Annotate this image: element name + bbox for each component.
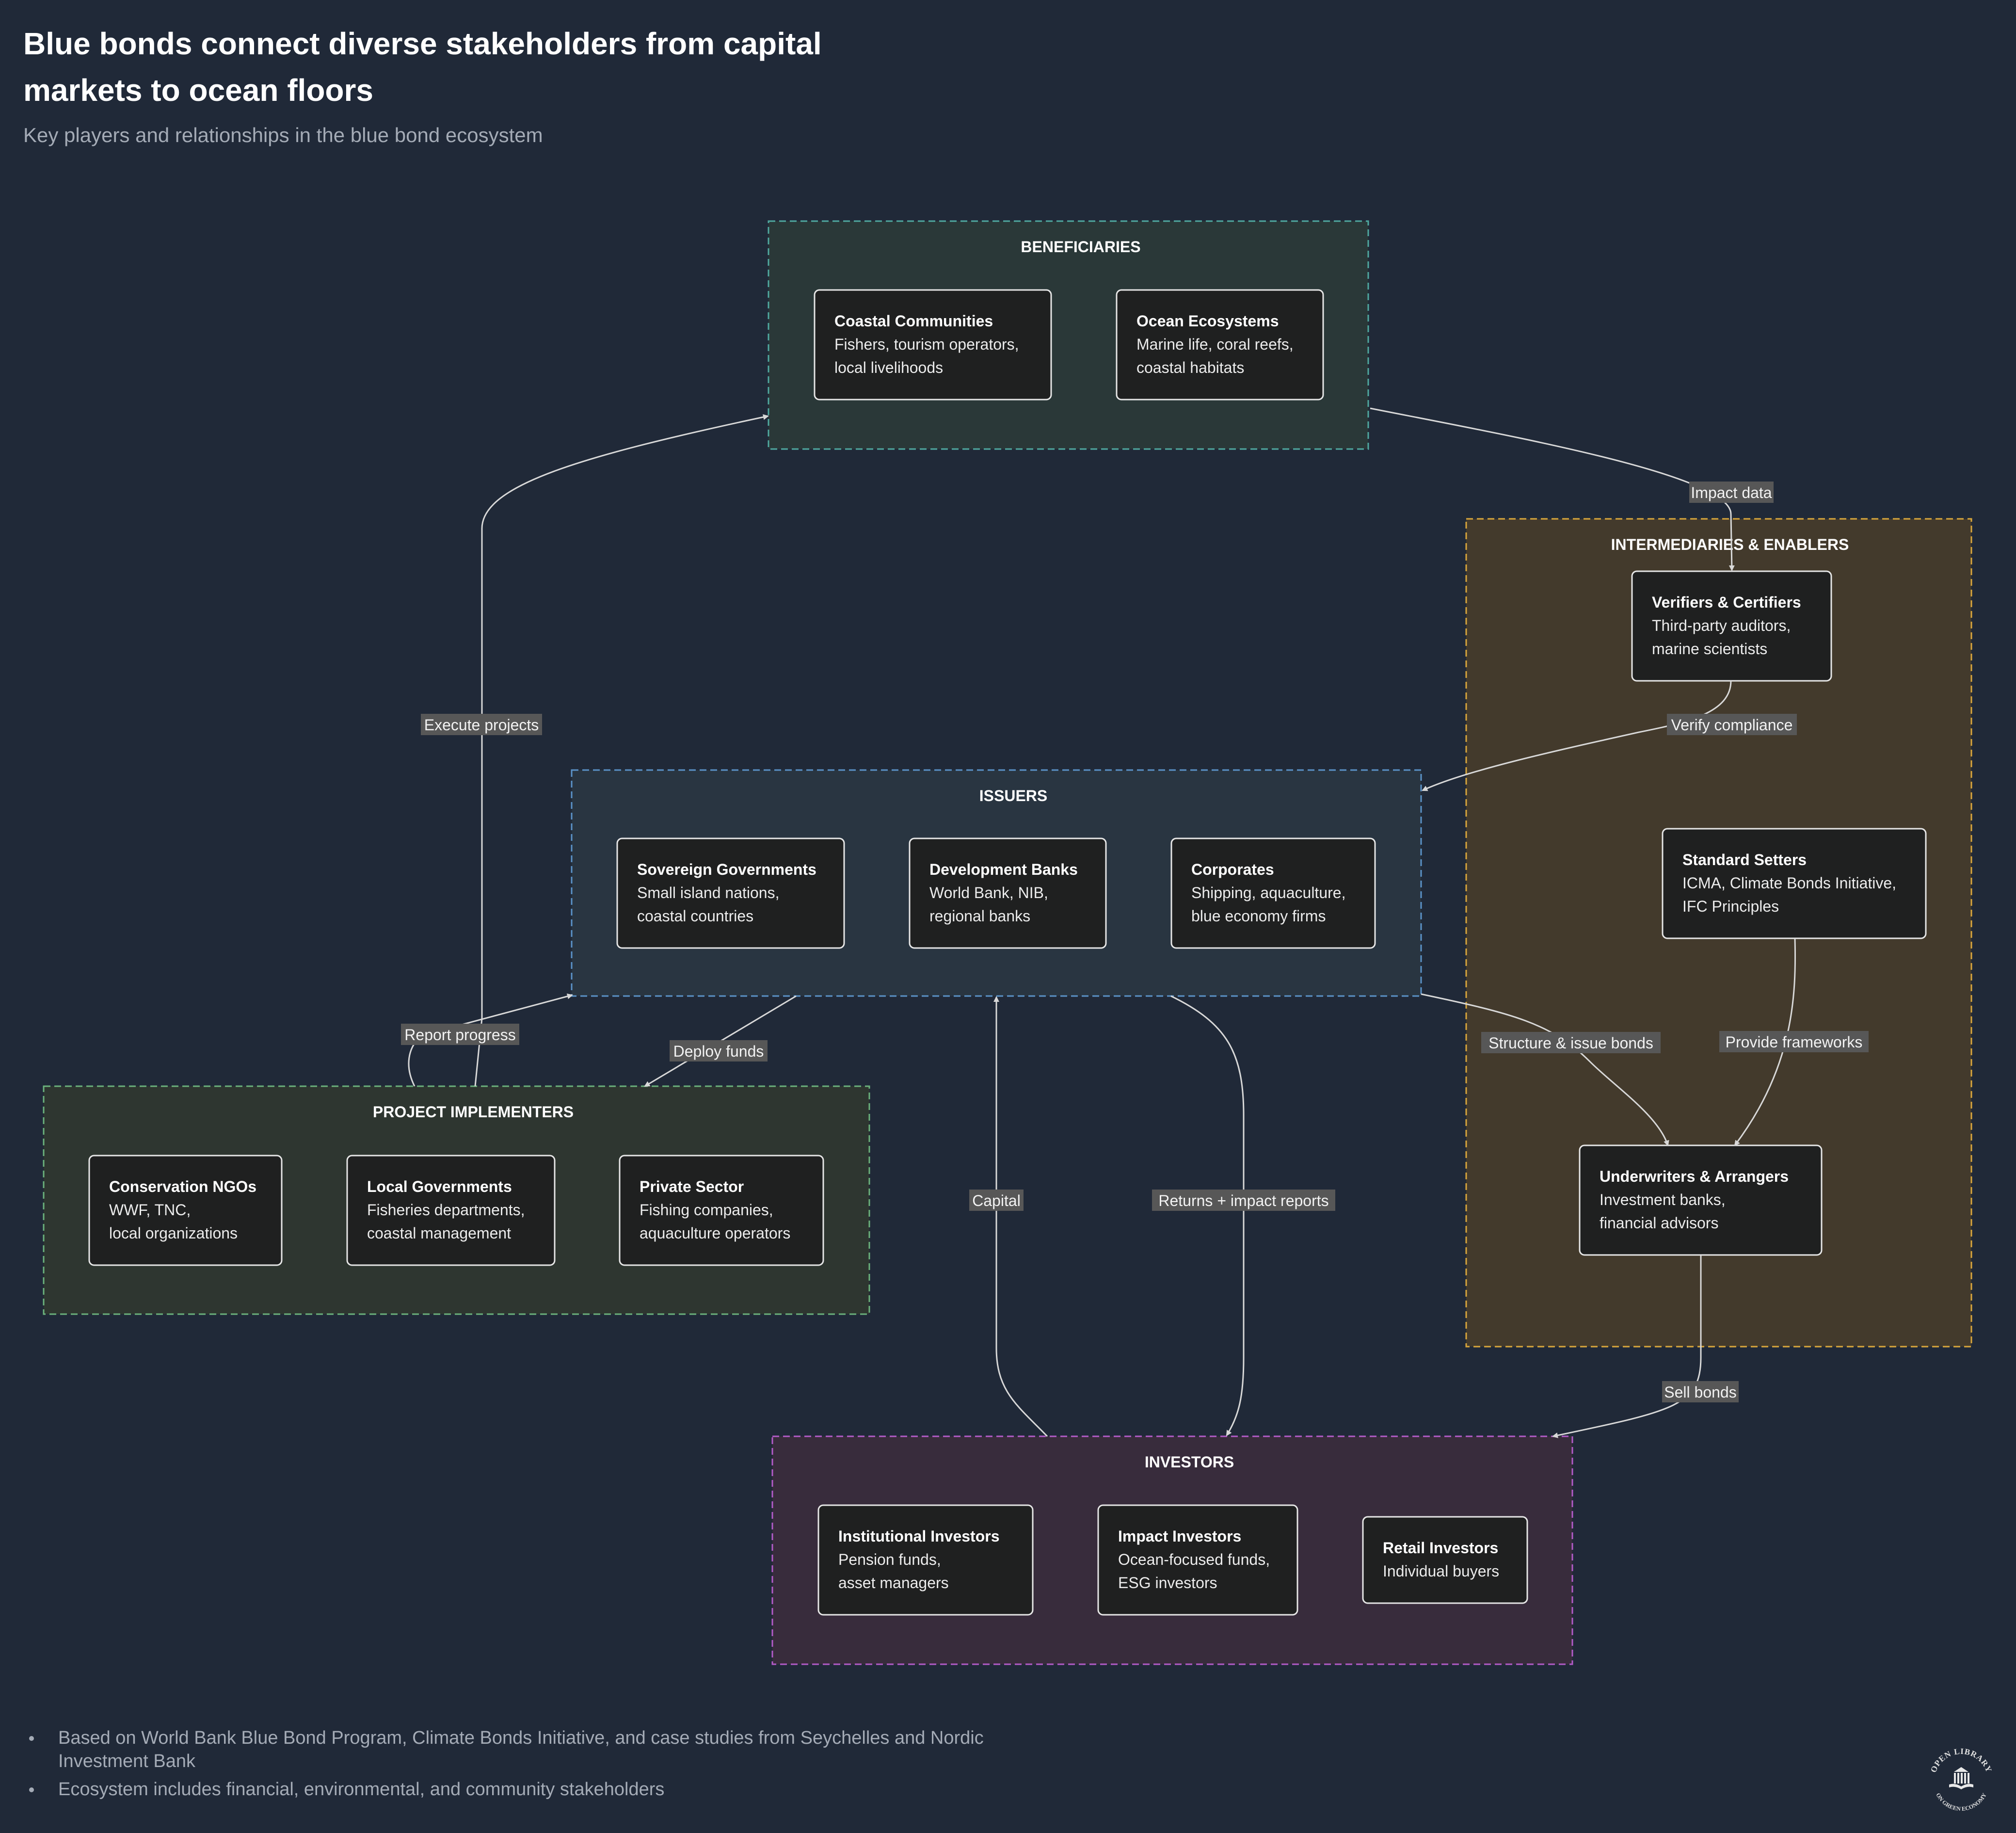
node-development-banks: Development Banks World Bank, NIB, regio… bbox=[909, 837, 1107, 949]
node-private-sector: Private Sector Fishing companies, aquacu… bbox=[619, 1155, 824, 1266]
edge-label-capital: Capital bbox=[969, 1190, 1024, 1211]
node-title: Conservation NGOs bbox=[109, 1178, 256, 1195]
node-title: Verifiers & Certifiers bbox=[1652, 594, 1801, 611]
node-title: Institutional Investors bbox=[838, 1528, 999, 1545]
page-title: Blue bonds connect diverse stakeholders … bbox=[23, 26, 822, 108]
node-desc: coastal management bbox=[367, 1224, 511, 1242]
edge-label-text: Provide frameworks bbox=[1726, 1033, 1863, 1051]
node-desc: marine scientists bbox=[1652, 640, 1767, 658]
edge-label-impact-data: Impact data bbox=[1689, 482, 1774, 503]
edge-capital bbox=[993, 996, 1048, 1437]
node-title: Local Governments bbox=[367, 1178, 512, 1195]
node-desc: aquaculture operators bbox=[640, 1224, 790, 1242]
node-desc: Pension funds, bbox=[838, 1551, 941, 1568]
node-title: Underwriters & Arrangers bbox=[1600, 1168, 1789, 1185]
node-desc: ICMA, Climate Bonds Initiative, bbox=[1682, 874, 1896, 892]
node-desc: Fishing companies, bbox=[640, 1201, 773, 1219]
edge-label-report-progress: Report progress bbox=[401, 1024, 519, 1045]
node-desc: local livelihoods bbox=[834, 359, 943, 376]
node-desc: Fisheries departments, bbox=[367, 1201, 525, 1219]
node-coastal-communities: Coastal Communities Fishers, tourism ope… bbox=[814, 289, 1052, 401]
node-institutional-investors: Institutional Investors Pension funds, a… bbox=[817, 1504, 1034, 1616]
node-title: Corporates bbox=[1191, 861, 1274, 878]
edge-label-structure-issue: Structure & issue bonds bbox=[1481, 1032, 1661, 1053]
node-desc: coastal countries bbox=[637, 907, 753, 925]
edge-label-provide-frameworks: Provide frameworks bbox=[1719, 1031, 1869, 1052]
node-title: Development Banks bbox=[929, 861, 1078, 878]
node-local-governments: Local Governments Fisheries departments,… bbox=[346, 1155, 556, 1266]
node-conservation-ngos: Conservation NGOs WWF, TNC, local organi… bbox=[88, 1155, 283, 1266]
edge-label-deploy-funds: Deploy funds bbox=[670, 1040, 768, 1061]
node-sovereign-governments: Sovereign Governments Small island natio… bbox=[616, 837, 845, 949]
edge-verify-compliance bbox=[1422, 680, 1732, 791]
footnote-item: Ecosystem includes financial, environmen… bbox=[23, 1778, 1017, 1801]
node-desc: Investment banks, bbox=[1600, 1191, 1726, 1208]
node-corporates: Corporates Shipping, aquaculture, blue e… bbox=[1170, 837, 1376, 949]
edge-label-verify-compliance: Verify compliance bbox=[1667, 714, 1797, 735]
node-desc: Marine life, coral reefs, bbox=[1136, 336, 1294, 353]
footnote-item: Based on World Bank Blue Bond Program, C… bbox=[23, 1726, 1017, 1773]
node-desc: World Bank, NIB, bbox=[929, 884, 1048, 901]
group-label-implementers: PROJECT IMPLEMENTERS bbox=[373, 1103, 574, 1121]
node-title: Impact Investors bbox=[1118, 1528, 1241, 1545]
edge-label-text: Capital bbox=[972, 1192, 1021, 1209]
edge-label-text: Verify compliance bbox=[1671, 716, 1793, 734]
svg-text:ON GREEN ECONOMY: ON GREEN ECONOMY bbox=[1935, 1792, 1988, 1812]
node-desc: Individual buyers bbox=[1383, 1562, 1499, 1580]
node-desc: ESG investors bbox=[1118, 1574, 1217, 1592]
group-label-intermediaries: INTERMEDIARIES & ENABLERS bbox=[1611, 536, 1849, 553]
node-desc: local organizations bbox=[109, 1224, 238, 1242]
edge-sell-bonds bbox=[1552, 1255, 1702, 1438]
node-desc: Third-party auditors, bbox=[1652, 617, 1791, 634]
node-desc: Ocean-focused funds, bbox=[1118, 1551, 1270, 1568]
node-title: Coastal Communities bbox=[834, 312, 993, 330]
node-impact-investors: Impact Investors Ocean-focused funds, ES… bbox=[1097, 1504, 1298, 1616]
group-label-investors: INVESTORS bbox=[1145, 1453, 1234, 1471]
node-desc: asset managers bbox=[838, 1574, 949, 1592]
node-desc: WWF, TNC, bbox=[109, 1201, 191, 1219]
node-desc: coastal habitats bbox=[1136, 359, 1244, 376]
book-library-icon: OPEN LIBRARY ON GREEN ECONOMY bbox=[1929, 1747, 1993, 1812]
node-title: Sovereign Governments bbox=[637, 861, 816, 878]
logo-text-bottom: ON GREEN ECONOMY bbox=[1935, 1792, 1988, 1812]
node-title: Ocean Ecosystems bbox=[1136, 312, 1279, 330]
edge-label-text: Report progress bbox=[404, 1026, 515, 1044]
group-label-issuers: ISSUERS bbox=[979, 787, 1047, 804]
edge-label-returns-impact: Returns + impact reports bbox=[1152, 1190, 1335, 1211]
edge-label-execute-projects: Execute projects bbox=[421, 714, 542, 735]
footnotes-list: Based on World Bank Blue Bond Program, C… bbox=[23, 1726, 1017, 1806]
edge-label-sell-bonds: Sell bonds bbox=[1662, 1381, 1739, 1402]
edge-label-text: Structure & issue bonds bbox=[1488, 1034, 1653, 1052]
group-label-beneficiaries: BENEFICIARIES bbox=[1021, 238, 1140, 256]
edge-label-text: Sell bonds bbox=[1664, 1383, 1736, 1401]
node-desc: Shipping, aquaculture, bbox=[1191, 884, 1345, 901]
edge-returns-impact bbox=[1170, 995, 1245, 1436]
edge-execute-projects bbox=[474, 414, 769, 1087]
node-standard-setters: Standard Setters ICMA, Climate Bonds Ini… bbox=[1662, 828, 1927, 939]
page-subtitle: Key players and relationships in the blu… bbox=[23, 124, 543, 146]
node-underwriters-arrangers: Underwriters & Arrangers Investment bank… bbox=[1579, 1144, 1823, 1256]
node-desc: financial advisors bbox=[1600, 1214, 1718, 1232]
node-verifiers-certifiers: Verifiers & Certifiers Third-party audit… bbox=[1631, 570, 1832, 682]
node-desc: IFC Principles bbox=[1682, 898, 1779, 915]
edge-label-text: Impact data bbox=[1691, 484, 1772, 501]
node-title: Standard Setters bbox=[1682, 851, 1807, 868]
node-title: Private Sector bbox=[640, 1178, 744, 1195]
node-desc: regional banks bbox=[929, 907, 1030, 925]
edge-label-text: Deploy funds bbox=[673, 1043, 764, 1060]
node-desc: Small island nations, bbox=[637, 884, 779, 901]
node-retail-investors: Retail Investors Individual buyers bbox=[1362, 1516, 1528, 1604]
edge-structure-issue bbox=[1421, 993, 1669, 1146]
edge-label-text: Execute projects bbox=[424, 716, 539, 734]
node-ocean-ecosystems: Ocean Ecosystems Marine life, coral reef… bbox=[1116, 289, 1324, 401]
edge-label-text: Returns + impact reports bbox=[1158, 1192, 1328, 1209]
node-title: Retail Investors bbox=[1383, 1539, 1498, 1557]
node-desc: blue economy firms bbox=[1191, 907, 1326, 925]
node-desc: Fishers, tourism operators, bbox=[834, 336, 1019, 353]
